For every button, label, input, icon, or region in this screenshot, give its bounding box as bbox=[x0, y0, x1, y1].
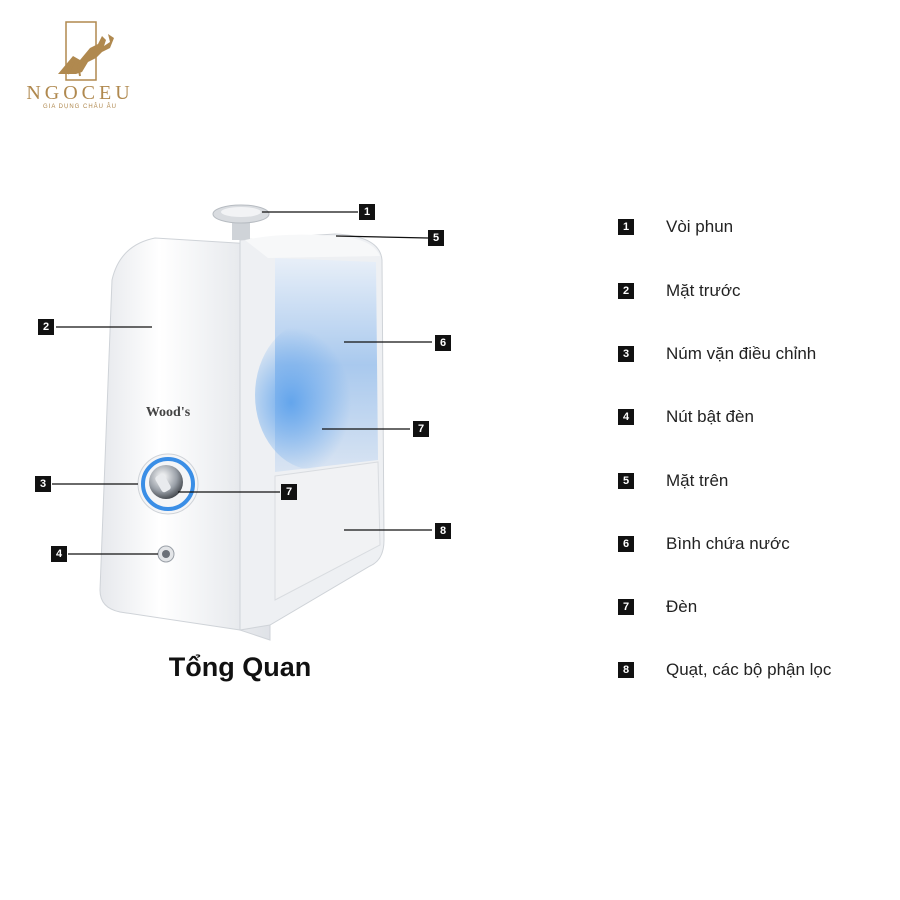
legend-badge: 4 bbox=[618, 409, 634, 425]
nozzle bbox=[212, 204, 270, 240]
callout-lines bbox=[52, 211, 432, 555]
base bbox=[274, 461, 381, 601]
legend-badge: 8 bbox=[618, 662, 634, 678]
legend-badge: 1 bbox=[618, 219, 634, 235]
front-body bbox=[99, 237, 271, 641]
legend-badge: 2 bbox=[618, 283, 634, 299]
legend-item-2: 2 Mặt trước bbox=[618, 281, 740, 301]
legend-label: Núm vặn điều chỉnh bbox=[666, 344, 817, 363]
legend-label: Bình chứa nước bbox=[666, 534, 790, 553]
callout-badge-3: 3 bbox=[35, 476, 51, 492]
deer-logo-icon bbox=[58, 21, 114, 81]
legend-badge: 5 bbox=[618, 473, 634, 489]
legend-label: Quạt, các bộ phận lọc bbox=[666, 660, 832, 679]
legend-label: Nút bật đèn bbox=[666, 407, 754, 426]
legend-item-4: 4 Nút bật đèn bbox=[618, 407, 754, 427]
brand-mark: Wood's bbox=[146, 405, 191, 420]
legend-item-6: 6 Bình chứa nước bbox=[618, 534, 790, 554]
callout-badge-8: 8 bbox=[435, 523, 451, 539]
callout-badge-2: 2 bbox=[38, 319, 54, 335]
legend-item-7: 7 Đèn bbox=[618, 597, 697, 617]
callout-badge-4: 4 bbox=[51, 546, 67, 562]
overview-caption: Tổng Quan bbox=[168, 652, 312, 682]
legend-badge: 3 bbox=[618, 346, 634, 362]
legend-badge: 7 bbox=[618, 599, 634, 615]
legend-label: Đèn bbox=[666, 597, 698, 616]
legend-label: Vòi phun bbox=[666, 217, 734, 236]
legend-item-5: 5 Mặt trên bbox=[618, 471, 728, 491]
control-knob bbox=[137, 453, 199, 515]
legend-label: Mặt trước bbox=[666, 281, 741, 300]
legend-item-3: 3 Núm vặn điều chỉnh bbox=[618, 344, 816, 364]
light-button bbox=[157, 545, 175, 563]
callout-badge-7-bottom: 7 bbox=[281, 484, 297, 500]
legend-badge: 6 bbox=[618, 536, 634, 552]
logo-tagline: GIA DỤNG CHÂU ÂU bbox=[42, 104, 117, 110]
callout-badge-5: 5 bbox=[428, 230, 444, 246]
callout-badge-7-top: 7 bbox=[413, 421, 429, 437]
legend-label: Mặt trên bbox=[666, 471, 729, 490]
legend-item-1: 1 Vòi phun bbox=[618, 217, 733, 237]
logo-wordmark: NGOCEU bbox=[26, 82, 134, 104]
brand-logo bbox=[18, 14, 148, 124]
callout-badge-1: 1 bbox=[359, 204, 375, 220]
legend-item-8: 8 Quạt, các bộ phận lọc bbox=[618, 660, 831, 680]
callout-badge-6: 6 bbox=[435, 335, 451, 351]
